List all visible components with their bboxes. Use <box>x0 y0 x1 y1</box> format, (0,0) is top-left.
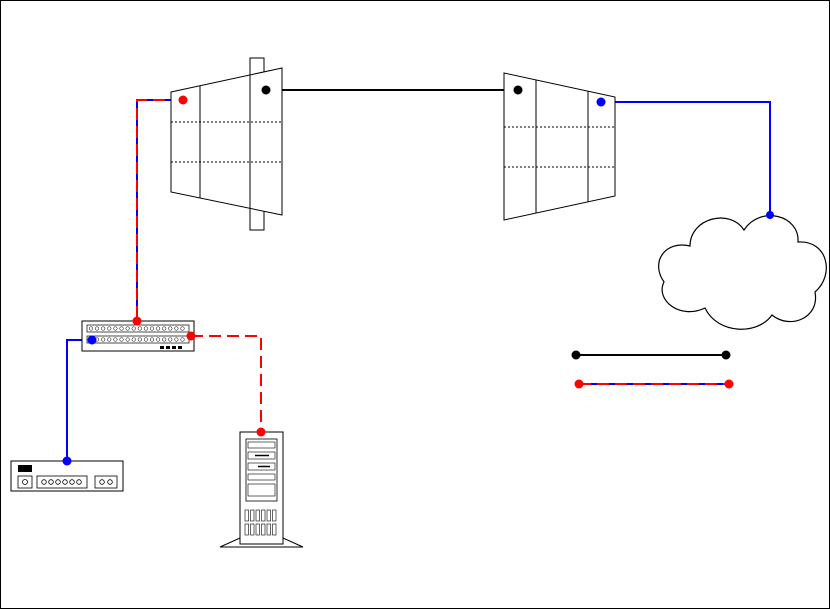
switch-port <box>156 327 160 331</box>
vent-slot <box>262 524 266 535</box>
switch-port <box>144 338 148 342</box>
connector-dot <box>766 211 774 219</box>
switch-port <box>89 327 93 331</box>
connector-dot <box>187 332 196 341</box>
switch-port <box>138 327 142 331</box>
connector-dot <box>63 457 72 466</box>
vent-slot <box>251 524 255 535</box>
switch-port <box>101 338 105 342</box>
vent-slot <box>273 524 277 535</box>
switch-port <box>175 327 179 331</box>
vent-slot <box>256 524 260 535</box>
switch-port <box>162 338 166 342</box>
switch[interactable] <box>82 321 194 351</box>
switch-port <box>108 338 112 342</box>
router-right-body <box>504 73 615 220</box>
switch-port <box>126 327 130 331</box>
vent-slot <box>262 510 266 521</box>
switch-port <box>175 338 179 342</box>
switch-port <box>181 327 185 331</box>
switch-port <box>169 338 173 342</box>
vent-slot <box>273 510 277 521</box>
connector-dot <box>133 317 142 326</box>
switch-port <box>114 338 118 342</box>
connector-dot <box>597 98 606 107</box>
switch-port <box>156 338 160 342</box>
vent-slot <box>245 524 249 535</box>
switch-port <box>169 327 173 331</box>
switch-port <box>132 338 136 342</box>
switch-port <box>95 327 99 331</box>
switch-port <box>144 327 148 331</box>
switch-port <box>181 338 185 342</box>
connector-dot <box>179 96 188 105</box>
switch-port <box>126 338 130 342</box>
switch-port <box>120 338 124 342</box>
connector-dot <box>257 428 266 437</box>
connector-dot <box>262 86 271 95</box>
vent-slot <box>245 510 249 521</box>
switch-port <box>101 327 105 331</box>
router-right[interactable] <box>504 73 615 220</box>
vent-slot <box>267 510 271 521</box>
switch-port <box>138 338 142 342</box>
switch-port <box>150 338 154 342</box>
vent-slot <box>251 510 255 521</box>
switch-port <box>108 327 112 331</box>
connector-dot <box>88 336 97 345</box>
switch-port <box>120 327 124 331</box>
connector-dot <box>514 86 523 95</box>
vent-slot <box>256 510 260 521</box>
switch-port <box>132 327 136 331</box>
switch-port <box>162 327 166 331</box>
switch-port <box>150 327 154 331</box>
switch-port <box>114 327 118 331</box>
vent-slot <box>267 524 271 535</box>
